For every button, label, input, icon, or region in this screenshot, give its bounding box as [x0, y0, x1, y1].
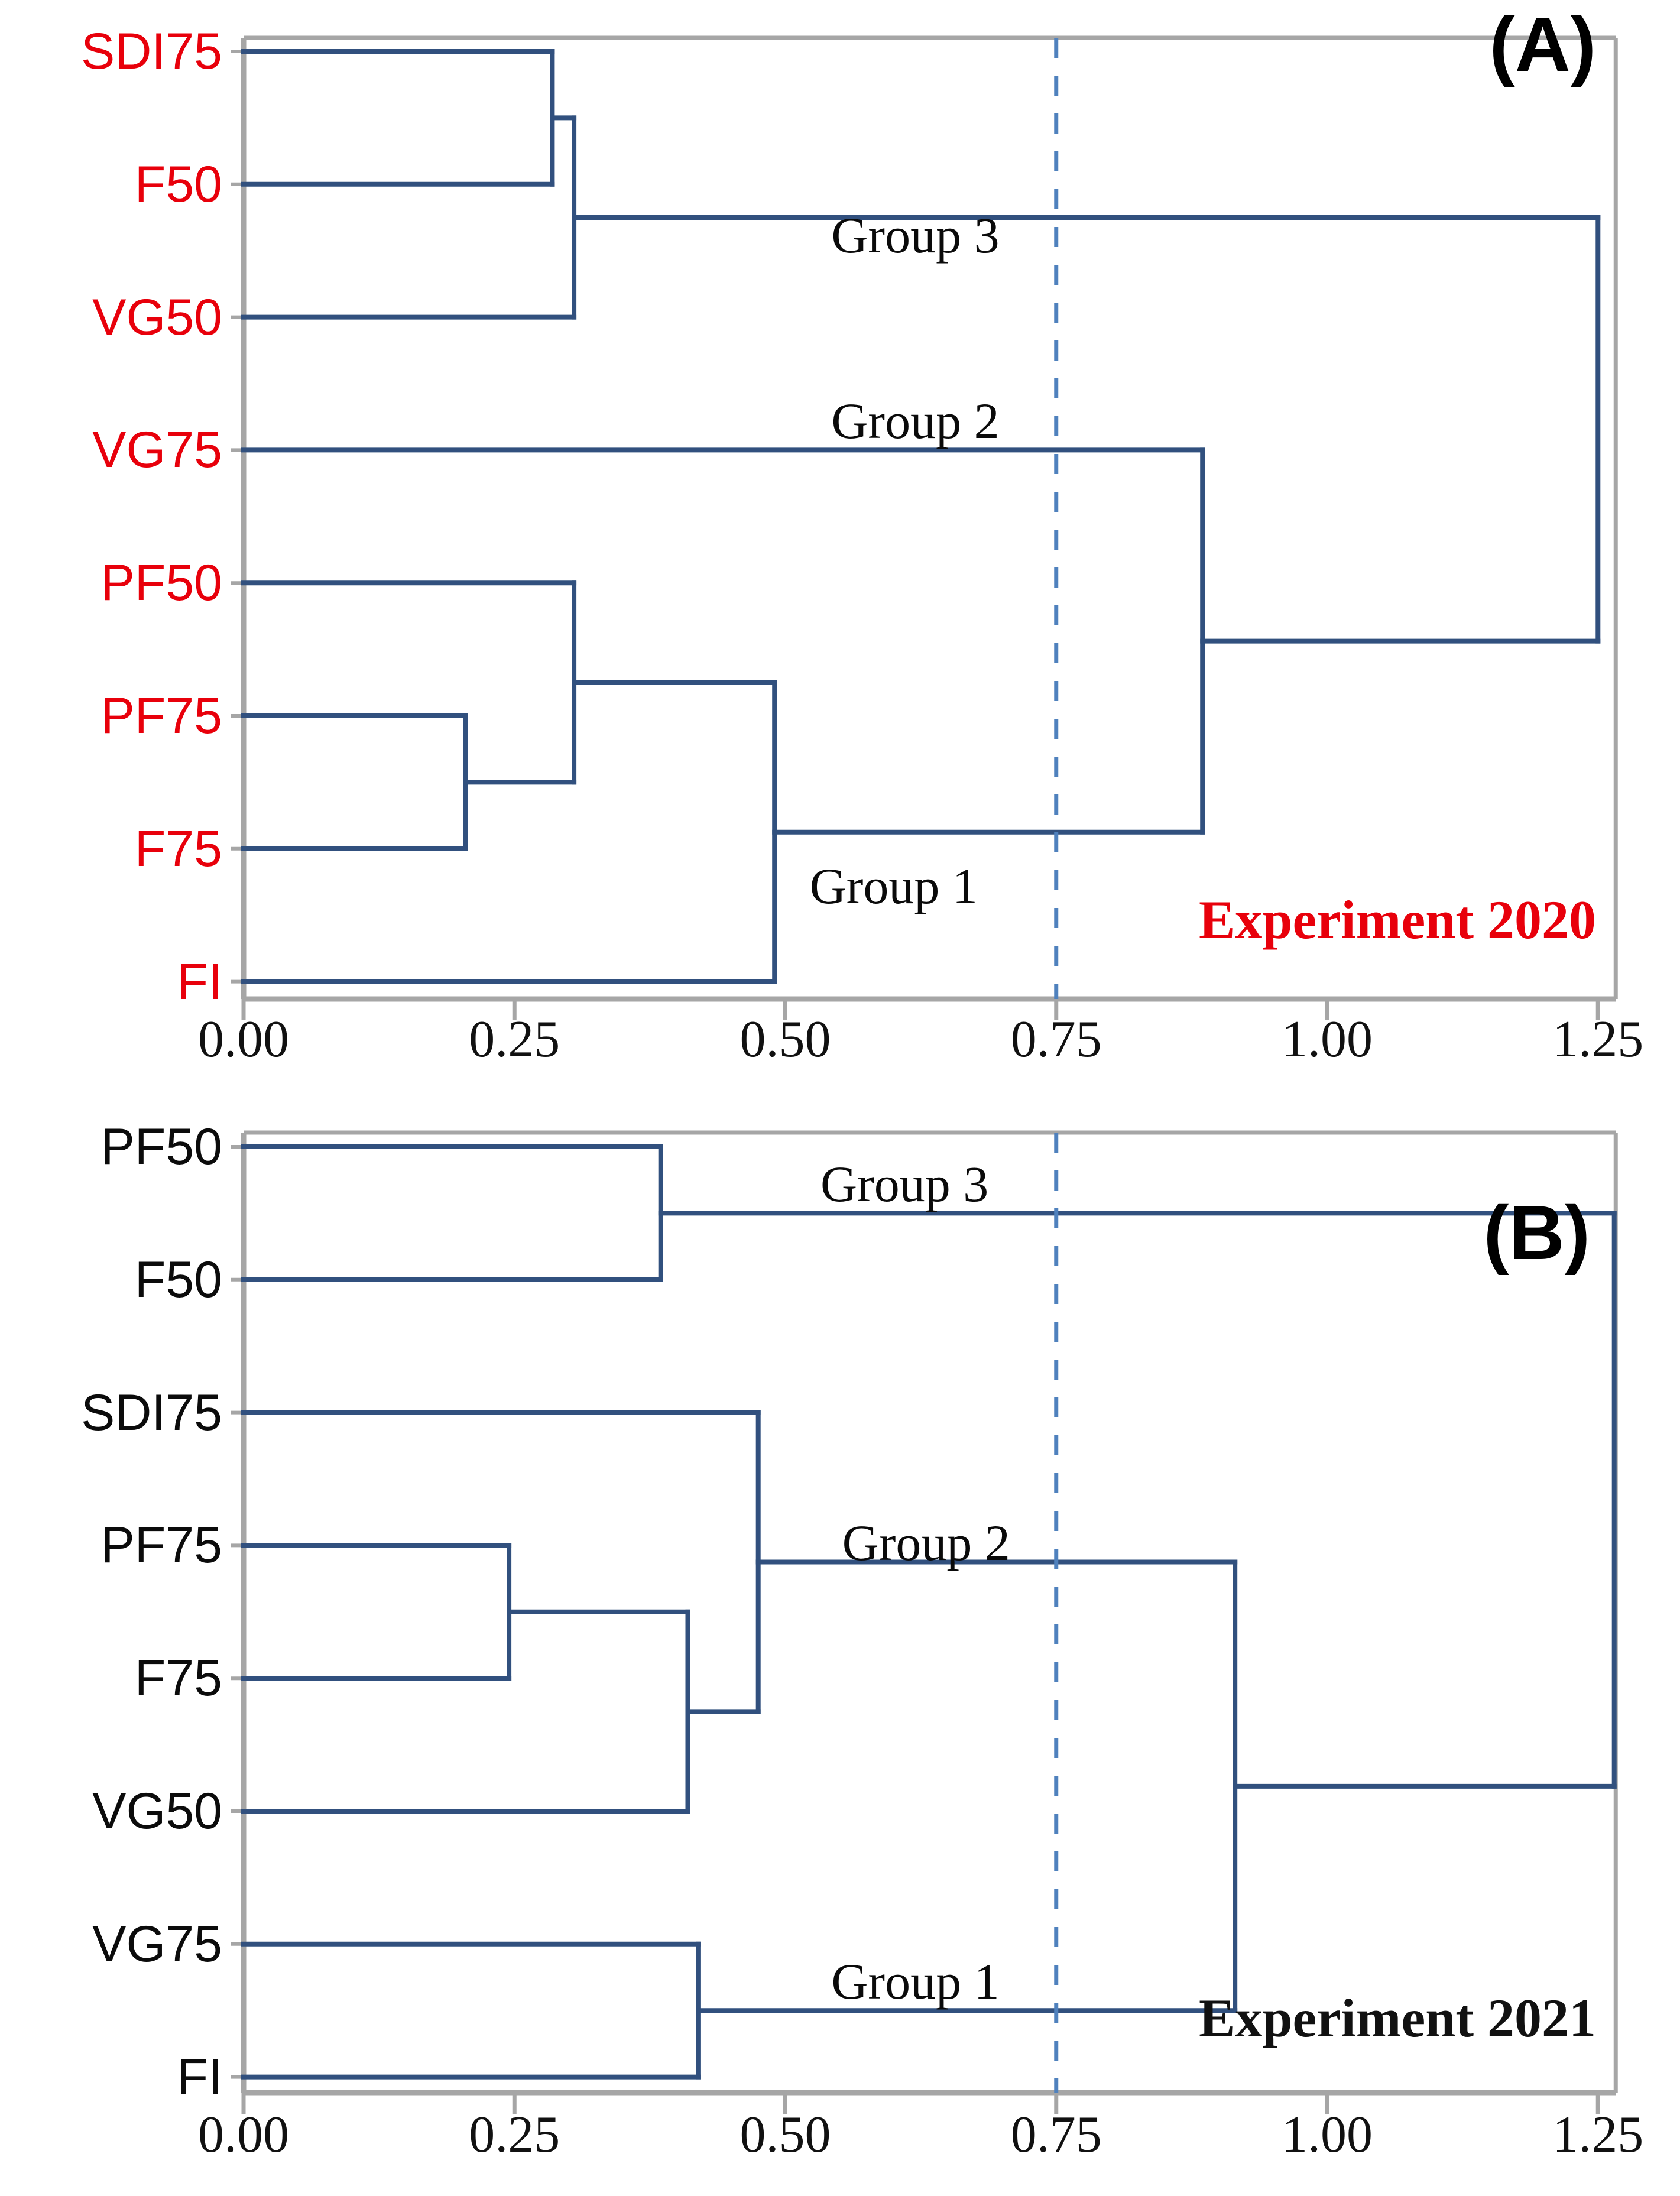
x-axis-ticks	[241, 999, 1600, 1020]
x-tick-label: 0.50	[740, 2106, 831, 2163]
leaf-label-fi: FI	[177, 2048, 222, 2106]
x-tick-label: 0.75	[1010, 1011, 1102, 1068]
leaf-label-pf75: PF75	[100, 687, 222, 744]
dendrogram-links	[241, 49, 1601, 984]
panel-letter-b: (B)	[1483, 1189, 1590, 1276]
x-tick-label: 1.25	[1552, 2106, 1644, 2163]
dendrogram-links	[241, 1144, 1617, 2080]
group-label: Group 3	[820, 1156, 989, 1213]
plot-frame	[241, 35, 1618, 1002]
x-tick-label: 0.50	[740, 1011, 831, 1068]
group-label: Group 1	[809, 858, 978, 915]
leaf-label-f75: F75	[134, 820, 222, 877]
leaf-label-pf50: PF50	[100, 1118, 222, 1175]
dendrogram-plot-a	[231, 35, 1618, 1020]
leaf-label-vg75: VG75	[92, 421, 222, 479]
leaf-label-f50: F50	[134, 155, 222, 213]
x-tick-label: 1.25	[1552, 1011, 1644, 1068]
group-label: Group 3	[831, 206, 1000, 264]
x-tick-label: 0.75	[1010, 2106, 1102, 2163]
group-label: Group 2	[831, 393, 1000, 450]
leaf-label-fi: FI	[177, 953, 222, 1010]
group-label: Group 1	[831, 1953, 1000, 2010]
leaf-label-sdi75: SDI75	[80, 1384, 222, 1441]
x-tick-label: 1.00	[1282, 1011, 1373, 1068]
x-tick-label: 0.25	[469, 2106, 560, 2163]
leaf-label-vg50: VG50	[92, 1783, 222, 1840]
x-tick-label: 0.00	[198, 2106, 289, 2163]
experiment-label: Experiment 2020	[1198, 890, 1596, 950]
group-label: Group 2	[842, 1514, 1010, 1572]
dendrogram-plot-b	[231, 1130, 1618, 2114]
leaf-label-vg75: VG75	[92, 1915, 222, 1973]
leaf-label-f75: F75	[134, 1650, 222, 1707]
x-tick-label: 1.00	[1282, 2106, 1373, 2163]
x-axis-ticks	[241, 2093, 1600, 2114]
panel-letter-a: (A)	[1489, 1, 1596, 87]
leaf-label-sdi75: SDI75	[80, 23, 222, 80]
leaf-label-vg50: VG50	[92, 288, 222, 346]
leaf-label-pf50: PF50	[100, 554, 222, 612]
experiment-label: Experiment 2021	[1198, 1988, 1596, 2048]
leaf-label-f50: F50	[134, 1251, 222, 1308]
plot-frame	[241, 1130, 1618, 2096]
leaf-label-pf75: PF75	[100, 1517, 222, 1574]
x-tick-label: 0.25	[469, 1011, 560, 1068]
x-tick-label: 0.00	[198, 1011, 289, 1068]
